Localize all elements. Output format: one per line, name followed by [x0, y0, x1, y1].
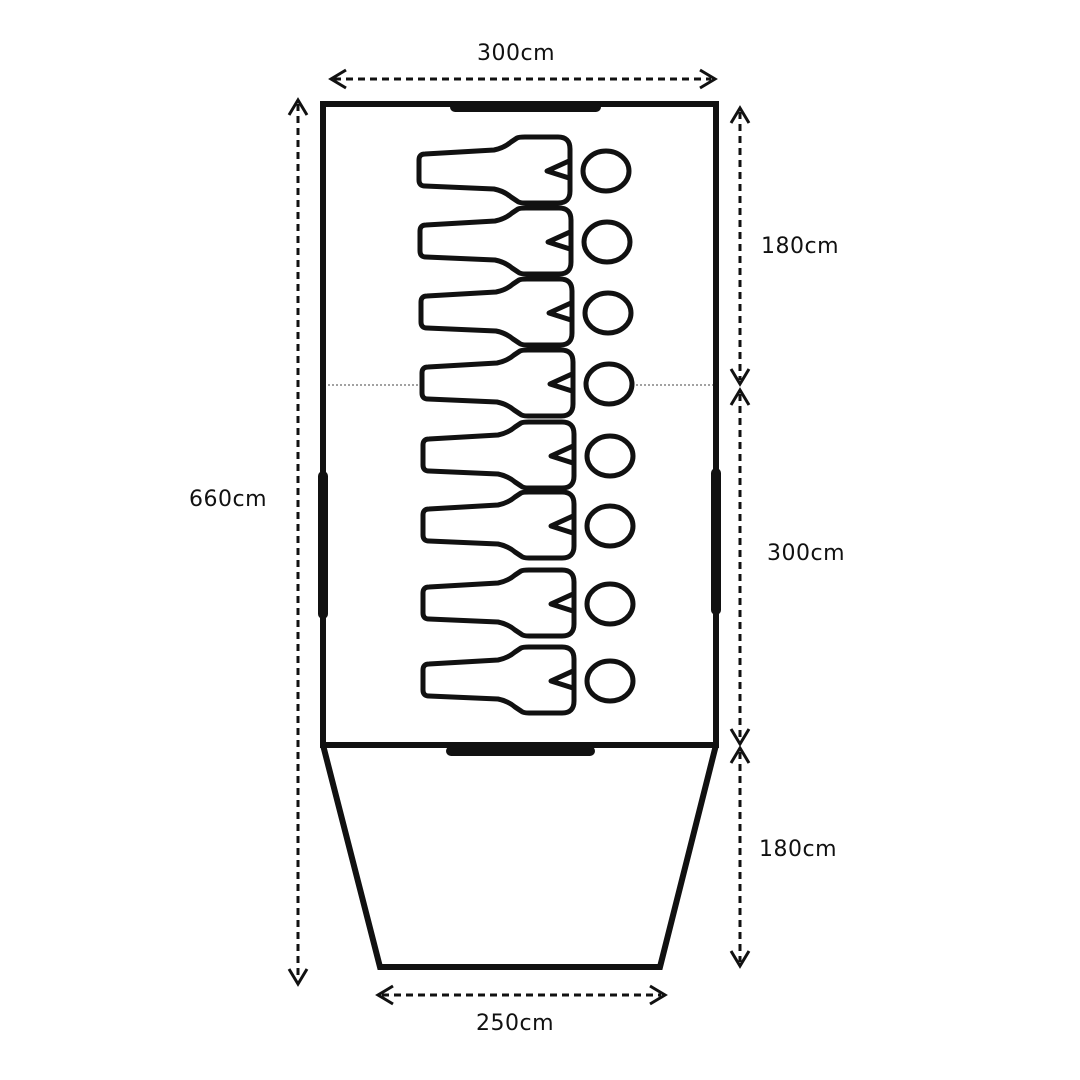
arrow-head-up [729, 387, 751, 406]
dimension-label: 660cm [189, 487, 267, 512]
sleeping-bag-hood [548, 668, 575, 691]
dimension-label: 180cm [761, 234, 839, 259]
sleeping-spot [418, 276, 634, 348]
sleeping-bag [419, 347, 576, 419]
sleeping-bag-hood [545, 229, 572, 252]
pillow [582, 290, 634, 336]
sleeping-spot [416, 134, 632, 206]
pillow [584, 433, 636, 479]
sleeping-spot [419, 347, 635, 419]
arrow-head-down [729, 950, 751, 969]
sleeping-bag-hood [546, 300, 573, 323]
sleeping-bag-hood [544, 158, 571, 181]
arrow-head-left [328, 68, 347, 90]
arrow-head-up [729, 105, 751, 124]
sleeping-bags [416, 134, 636, 716]
sleeping-bag-hood [548, 591, 575, 614]
sleeping-bag-hood [548, 443, 575, 466]
dimension-total-length: 660cm [189, 97, 309, 987]
pillow [584, 581, 636, 627]
pillow [580, 148, 632, 194]
sleeping-bag [420, 419, 577, 491]
porch-outline [320, 744, 719, 970]
arrow-head-down [287, 968, 309, 987]
dimension-bottom: 250cm [375, 984, 668, 1036]
arrow-head-right [699, 68, 718, 90]
dimension-label: 300cm [767, 541, 845, 566]
sleeping-bag [420, 489, 577, 561]
sleeping-bag [416, 134, 573, 206]
dimension-label: 180cm [759, 837, 837, 862]
sleeping-spot [417, 205, 633, 277]
pillow [581, 219, 633, 265]
sleeping-bag [418, 276, 575, 348]
sleeping-bag-hood [548, 513, 575, 536]
dimension-right-lower: 180cm [729, 745, 837, 969]
dimension-label: 250cm [476, 1011, 554, 1036]
sleeping-bag [417, 205, 574, 277]
sleeping-bag [420, 644, 577, 716]
dimension-label: 300cm [477, 41, 555, 66]
arrow-head-up [729, 745, 751, 764]
pillow [583, 361, 635, 407]
sleeping-spot [420, 567, 636, 639]
sleeping-spot [420, 419, 636, 491]
arrow-head-up [287, 97, 309, 116]
sleeping-bag [420, 567, 577, 639]
pillow [584, 658, 636, 704]
dimension-right-middle: 300cm [729, 387, 845, 747]
dimension-right-upper: 180cm [729, 105, 839, 387]
sleeping-spot [420, 489, 636, 561]
arrow-head-down [729, 368, 751, 387]
dimension-top: 300cm [328, 41, 718, 90]
arrow-head-down [729, 728, 751, 747]
sleeping-spot [420, 644, 636, 716]
pillow [584, 503, 636, 549]
sleeping-bag-hood [547, 371, 574, 394]
arrow-head-left [375, 984, 394, 1006]
arrow-head-right [649, 984, 668, 1006]
